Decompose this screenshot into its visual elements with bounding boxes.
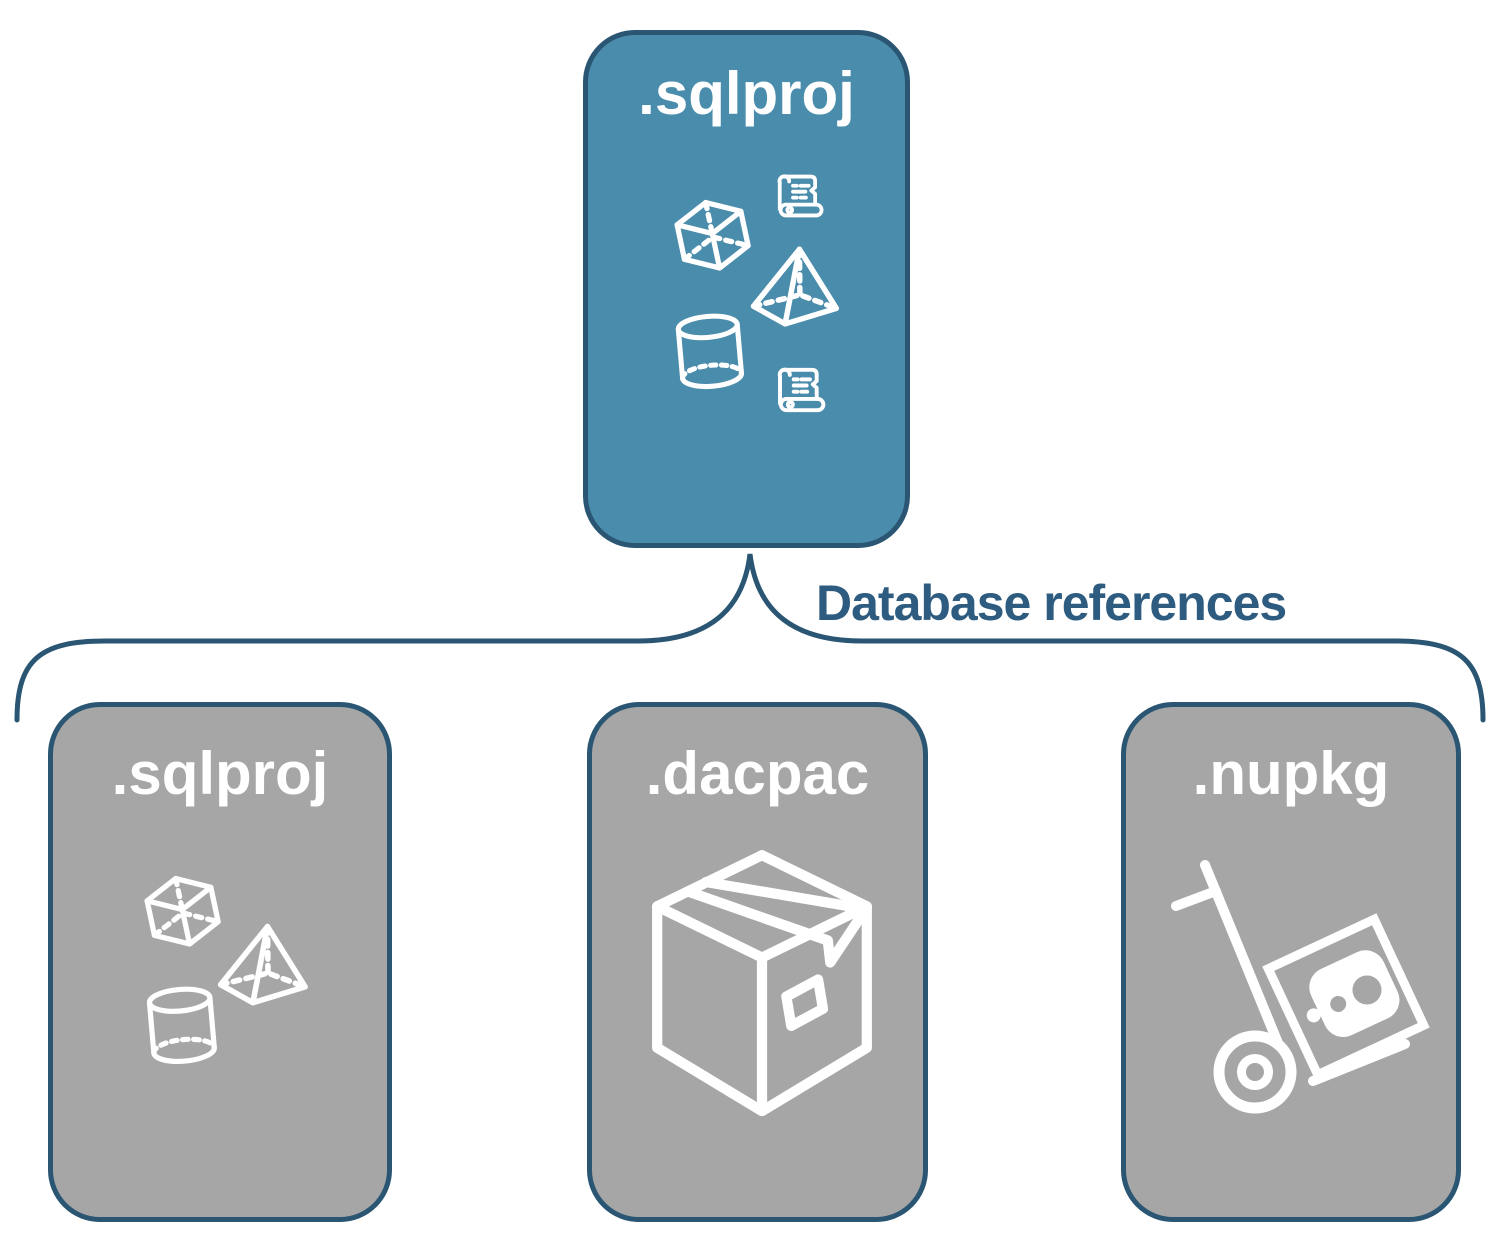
pyramid-icon — [743, 237, 849, 335]
card-child-nupkg: .nupkg — [1121, 702, 1461, 1222]
card-root-title: .sqlproj — [638, 60, 855, 127]
database-cylinder-icon — [672, 309, 749, 396]
database-cylinder-icon — [143, 982, 222, 1071]
card-child-sqlproj: .sqlproj — [48, 702, 392, 1222]
card-child-title: .sqlproj — [111, 740, 329, 807]
nuget-hand-truck-icon — [1168, 853, 1458, 1153]
card-child-title: .dacpac — [645, 740, 870, 807]
card-child-title: .nupkg — [1192, 740, 1390, 807]
script-scroll-icon — [773, 170, 827, 222]
card-root-sqlproj: .sqlproj — [583, 30, 910, 548]
pyramid-icon — [210, 914, 318, 1014]
card-child-dacpac: .dacpac — [587, 702, 928, 1222]
package-box-icon — [640, 843, 884, 1116]
connector-label: Database references — [816, 575, 1287, 631]
script-scroll-icon — [773, 363, 829, 417]
